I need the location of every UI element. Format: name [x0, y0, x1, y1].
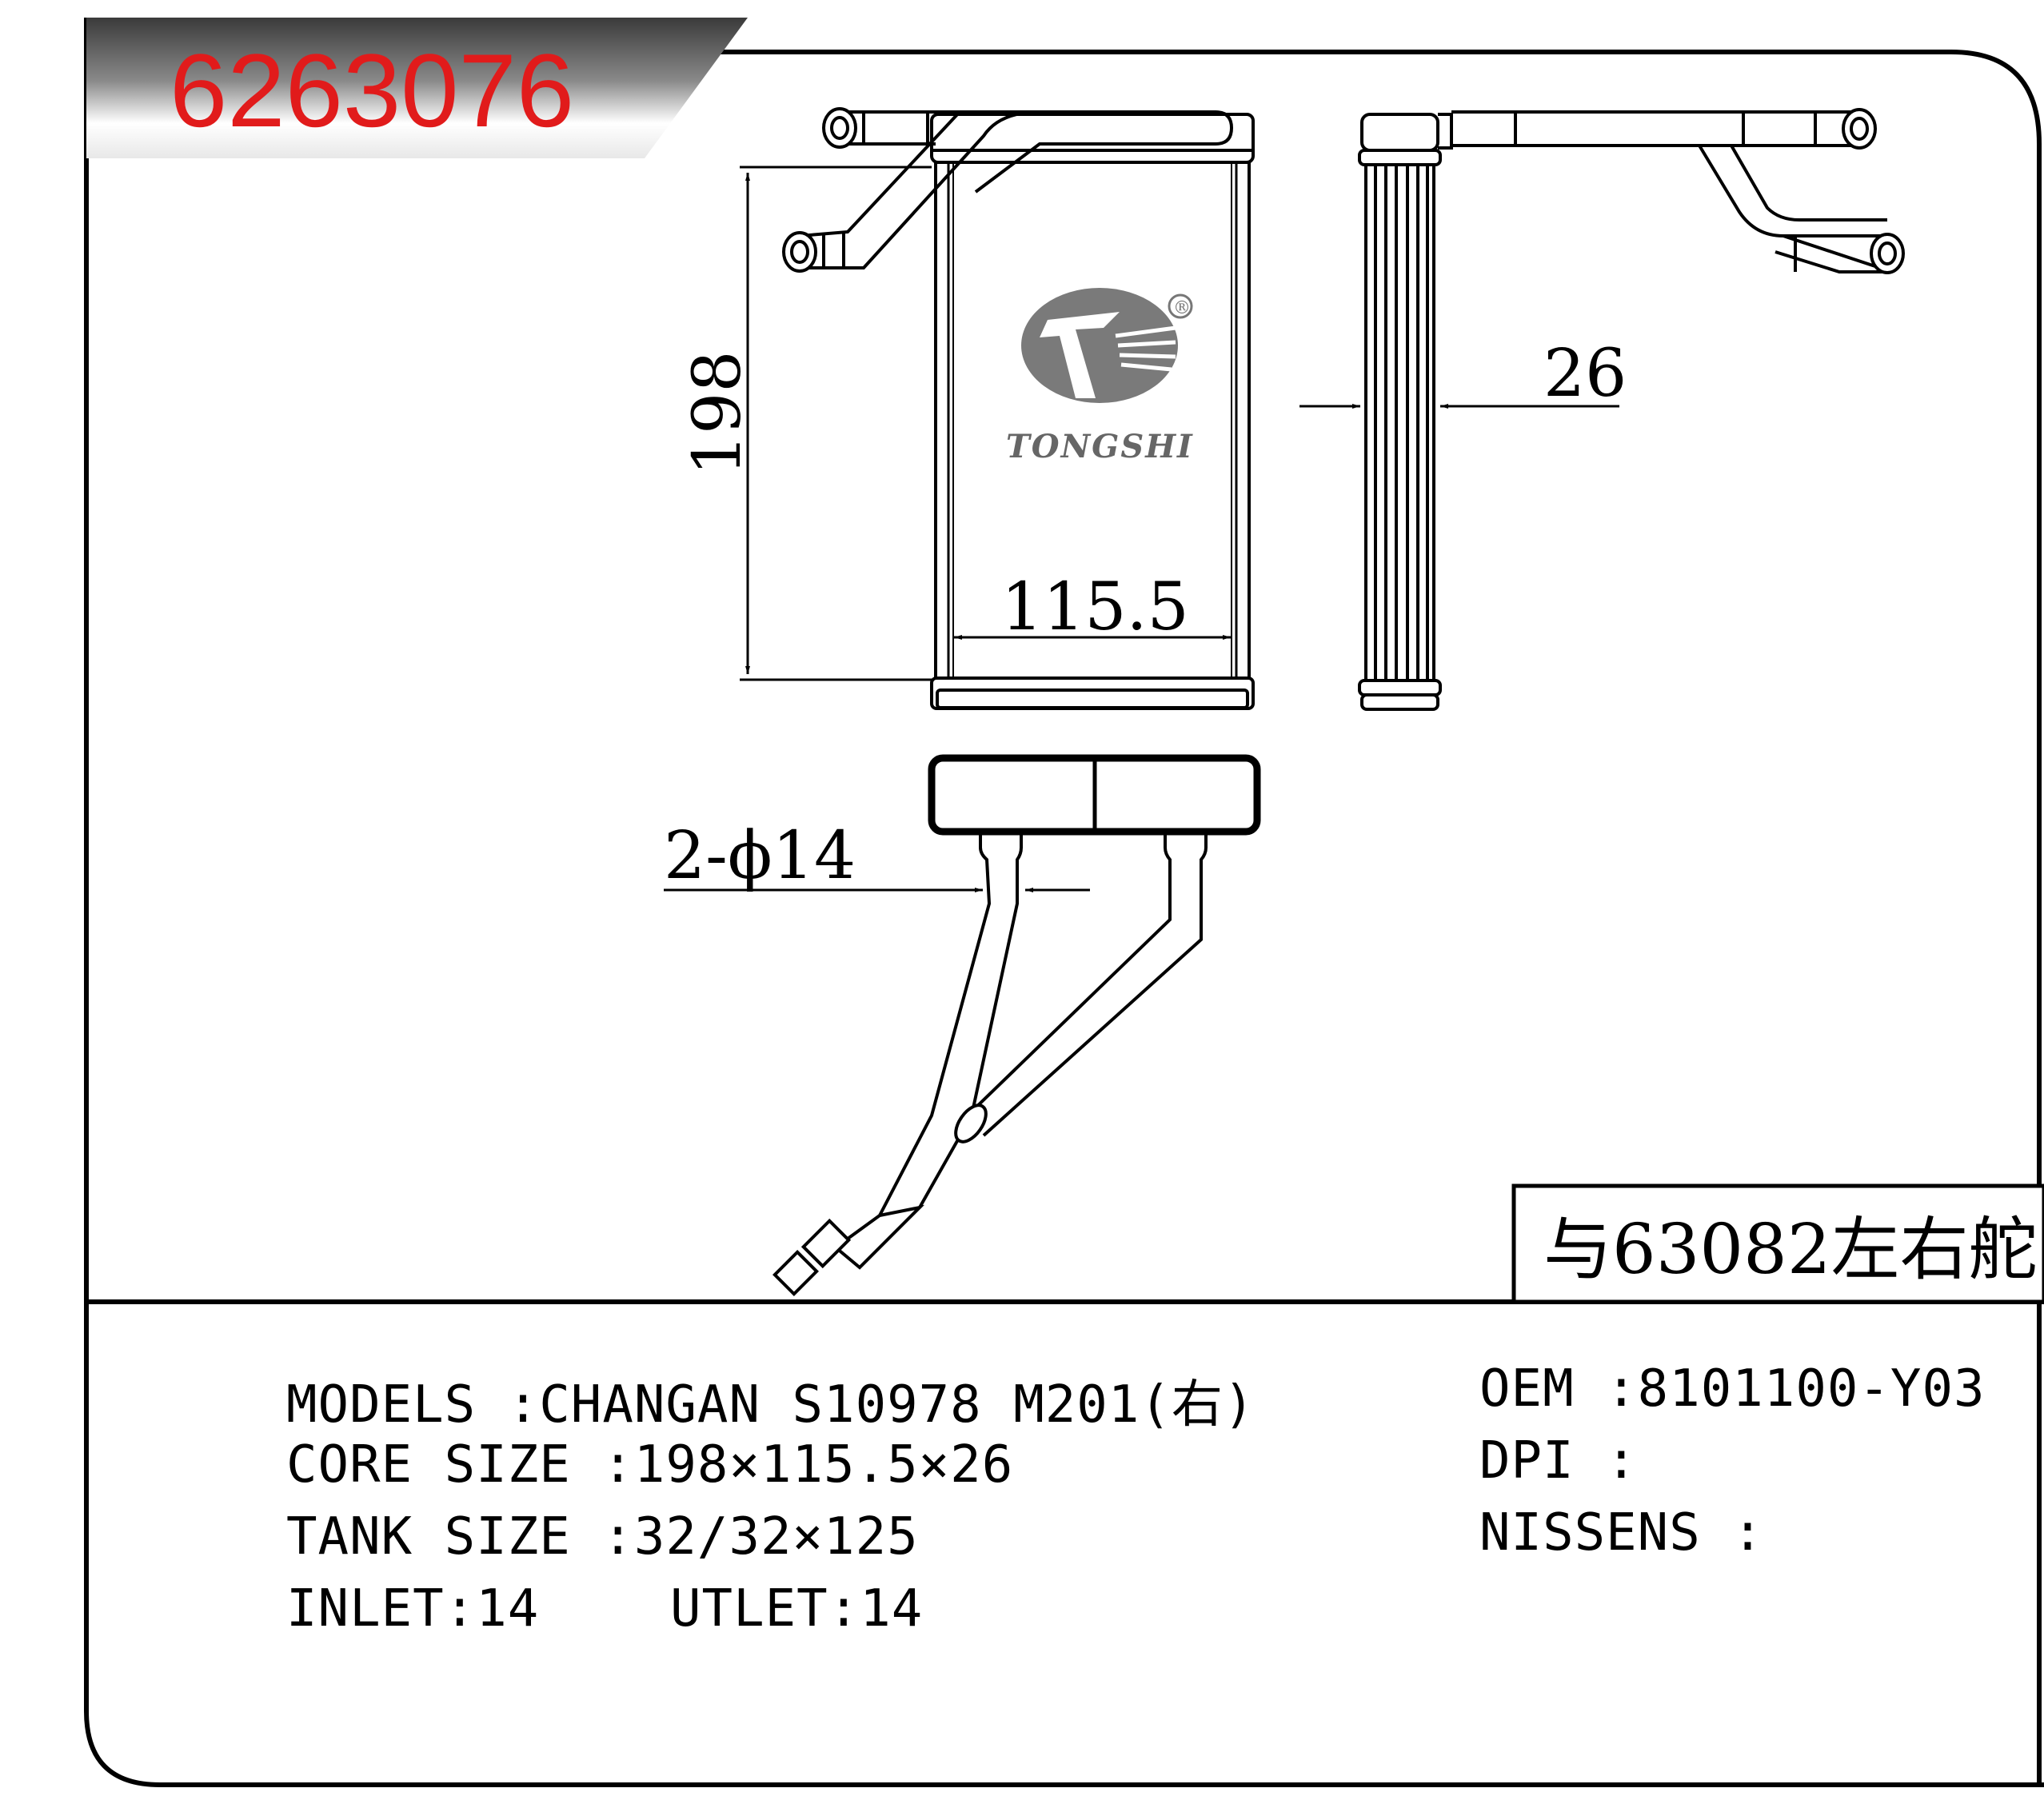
width-dimension: 115.5: [954, 569, 1231, 645]
tank-size-spec: TANK SIZE :32/32×125: [286, 1507, 919, 1567]
front-view: [782, 107, 1255, 710]
models-spec: MODELS :CHANGAN S10978 M201(右): [286, 1375, 1256, 1435]
note-box: 与63082左右舵: [1511, 1183, 2044, 1304]
registered-mark: ®: [1173, 298, 1191, 318]
height-label: 198: [680, 350, 756, 476]
note-text: 与63082左右舵: [1543, 1210, 2038, 1290]
pipe-view: [772, 754, 1261, 1296]
pipe-label: 2-ϕ14: [664, 818, 856, 894]
inlet-spec: INLET:14: [286, 1579, 540, 1638]
brand-name: TONGSHI: [1006, 428, 1194, 465]
nissens-ref: NISSENS :: [1479, 1503, 1764, 1563]
height-dimension: 198: [680, 166, 932, 681]
depth-dimension: 26: [1299, 336, 1627, 412]
brand-logo: ® TONGSHI: [1006, 288, 1194, 465]
core-size-spec: CORE SIZE :198×115.5×26: [286, 1435, 1014, 1495]
title-banner: 6263076: [86, 18, 748, 158]
width-label: 115.5: [1001, 569, 1189, 645]
outer-frame: [84, 18, 2044, 1787]
dpi-ref: DPI :: [1479, 1431, 1638, 1491]
side-view: [1358, 108, 1905, 711]
outlet-spec: UTLET:14: [670, 1579, 924, 1638]
oem-ref: OEM :8101100-Y03: [1479, 1359, 1986, 1419]
pipe-dimension: 2-ϕ14: [664, 818, 1090, 894]
depth-label: 26: [1543, 336, 1627, 412]
part-number-title: 6263076: [170, 32, 574, 149]
